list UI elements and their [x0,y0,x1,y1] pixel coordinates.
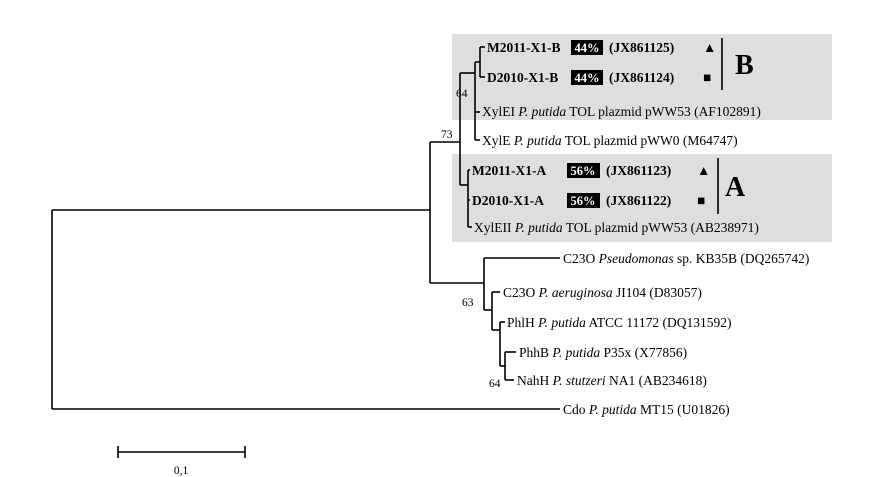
svg-text:▲: ▲ [697,163,710,178]
svg-text:▲: ▲ [703,40,716,55]
leaf-xyle: XylE P. putida TOL plazmid pWW0 (M64747) [482,133,738,148]
svg-text:44%: 44% [575,71,600,85]
leaf-phhb: PhhB P. putida P35x (X77856) [519,345,687,360]
bootstrap-64-lower: 64 [489,378,501,390]
svg-text:D2010-X1-B: D2010-X1-B [487,70,558,85]
svg-text:44%: 44% [575,41,600,55]
svg-text:(JX861124): (JX861124) [609,70,674,85]
group-a-box [452,154,832,242]
leaf-nahh: NahH P. stutzeri NA1 (AB234618) [517,373,707,388]
svg-text:56%: 56% [571,164,596,178]
leaf-cdo: Cdo P. putida MT15 (U01826) [563,402,730,417]
svg-text:(JX861122): (JX861122) [606,193,671,208]
leaf-m2011-x1-a: M2011-X1-A 56% (JX861123) ▲ [472,163,710,178]
bootstrap-64-upper: 64 [456,88,468,100]
svg-text:M2011-X1-B: M2011-X1-B [487,40,561,55]
svg-text:(JX861123): (JX861123) [606,163,671,178]
svg-text:56%: 56% [571,194,596,208]
group-a-label: A [725,172,746,203]
scale-bar: 0,1 [117,446,246,477]
tree-branches [51,46,560,410]
svg-text:D2010-X1-A: D2010-X1-A [472,193,544,208]
leaf-phlh: PhlH P. putida ATCC 11172 (DQ131592) [507,315,732,330]
leaf-m2011-x1-b: M2011-X1-B 44% (JX861125) ▲ [487,40,716,55]
leaf-d2010-x1-a: D2010-X1-A 56% (JX861122) ■ [472,193,705,208]
scale-bar-label: 0,1 [174,465,189,477]
group-b-label: B [735,50,754,81]
leaf-xylei: XylEI P. putida TOL plazmid pWW53 (AF102… [482,104,761,119]
svg-text:■: ■ [697,193,705,208]
svg-text:M2011-X1-A: M2011-X1-A [472,163,546,178]
bootstrap-63: 63 [462,297,474,309]
bootstrap-73: 73 [441,129,453,141]
leaf-c23o-aeruginosa: C23O P. aeruginosa JI104 (D83057) [503,285,702,300]
leaf-c23o-kb35b: C23O Pseudomonas sp. KB35B (DQ265742) [563,251,809,266]
group-b-box [452,34,832,120]
svg-text:(JX861125): (JX861125) [609,40,674,55]
leaf-xyleii: XylEII P. putida TOL plazmid pWW53 (AB23… [474,220,759,235]
leaf-d2010-x1-b: D2010-X1-B 44% (JX861124) ■ [487,70,711,85]
svg-text:■: ■ [703,70,711,85]
